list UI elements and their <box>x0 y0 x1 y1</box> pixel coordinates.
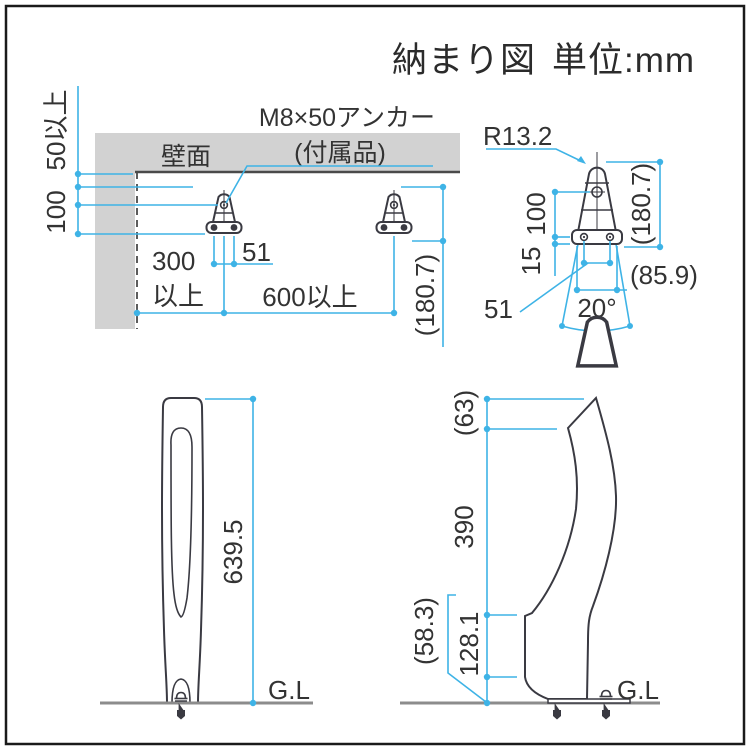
dim-label-base-height: 15 <box>516 247 546 276</box>
dim-label-radius: R13.2 <box>483 121 552 151</box>
dim-label-detail-hole-pitch: 51 <box>484 294 513 324</box>
anchor-note-line1: M8×50アンカー <box>259 104 435 132</box>
ground-label-side: G.L <box>617 675 659 705</box>
dim-label-hole-height: 100 <box>521 192 551 235</box>
ground-label-front: G.L <box>268 675 310 705</box>
anchor-note-leader <box>225 165 433 204</box>
front-view: 639.5 G.L <box>100 395 313 720</box>
page-border <box>4 4 746 746</box>
stand-front-panel-line <box>170 427 193 618</box>
side-base-dim-bracket <box>447 594 487 703</box>
dim-label-side-clearance-1: 300 <box>152 246 195 276</box>
side-bolt-below-left <box>553 703 561 720</box>
dim-label-plan-depth: (180.7) <box>410 254 440 336</box>
stand-front-base-arch <box>171 678 191 704</box>
dim-label-total-depth: (180.7) <box>626 163 656 245</box>
dim-label-base-depth: (85.9) <box>630 260 698 290</box>
side-base-plate <box>547 698 631 704</box>
dim-label-overall-height: 639.5 <box>218 519 248 584</box>
unit-label: 単位:mm <box>552 41 695 80</box>
drawing-title: 納まり図 <box>392 41 536 80</box>
dim-label-lower-height: 128.1 <box>454 611 484 676</box>
dim-label-wall-clearance: 50以上 <box>41 90 71 171</box>
side-bolt-head <box>598 689 614 700</box>
stand-front-outline <box>161 397 204 704</box>
bracket-base-plate <box>571 229 623 245</box>
dim-label-pitch: 600以上 <box>262 282 357 312</box>
dim-label-plan-hole-pitch: 51 <box>242 237 271 267</box>
radius-arrowhead <box>577 156 586 164</box>
stand-side-outline <box>524 396 618 700</box>
angle-line-right <box>615 243 631 327</box>
anchor-symbol-right <box>375 189 413 234</box>
radius-leader <box>486 148 584 163</box>
side-view: (63) 390 128.1 (58.3) G.L <box>400 390 660 720</box>
dim-label-middle-height: 390 <box>449 505 479 548</box>
wall-label: 壁面 <box>161 143 211 171</box>
anchor-symbol-left <box>205 189 243 234</box>
dim-label-top-offset: (63) <box>449 390 479 436</box>
anchor-note-line2: (付属品) <box>294 139 386 167</box>
side-bolt-below-right <box>602 703 610 720</box>
dim-label-side-clearance-2: 以上 <box>152 281 204 311</box>
detail-view: 20° R13.2 100 15 (180.7) <box>483 121 698 368</box>
title-block: 納まり図 単位:mm <box>392 41 695 80</box>
plan-view: 壁面 M8×50アンカー (付属品) 50以上 100 (180.7) 300 … <box>41 86 460 347</box>
bracket-outline <box>575 315 619 368</box>
detail-51-leader-diagonal <box>519 262 589 313</box>
front-bolt-below <box>177 703 185 720</box>
dim-label-wall-to-base: 100 <box>41 190 71 233</box>
dim-label-base-height-side: (58.3) <box>409 597 439 665</box>
wall-left-column <box>95 133 135 329</box>
angle-line-left <box>561 243 579 327</box>
